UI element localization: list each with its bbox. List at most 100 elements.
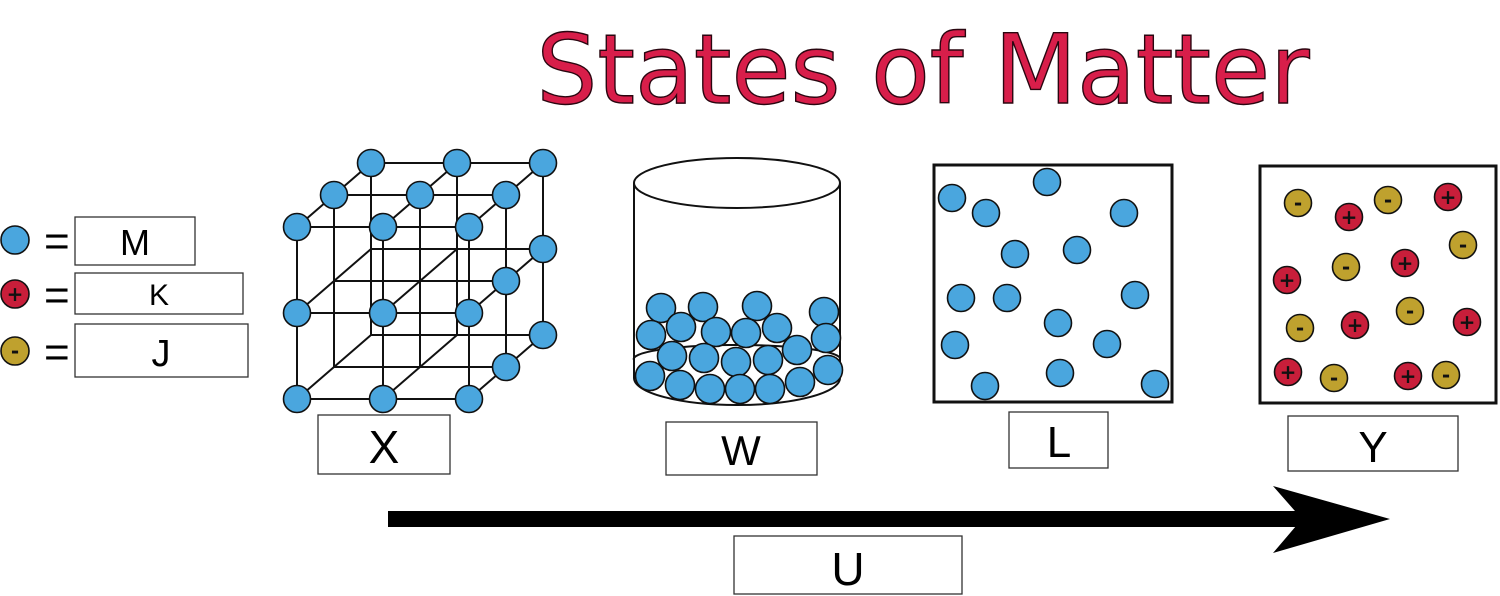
legend-item-neutral: = M — [0, 216, 196, 266]
state-label-box — [1008, 411, 1109, 469]
minus-sign: - — [1296, 316, 1304, 340]
positive-ion-particle — [1334, 202, 1364, 232]
state-label-w: W — [721, 427, 761, 474]
positive-ion-particle — [1340, 310, 1370, 340]
lattice-atom — [454, 298, 484, 328]
liquid-particle — [752, 344, 784, 376]
negative-ion-particle — [1448, 230, 1478, 260]
arrow-shaft — [388, 511, 1304, 527]
plasma-particles: -+-+-+-+-+-++-+- — [1272, 182, 1482, 393]
liquid-particle — [754, 373, 786, 405]
liquid-particle — [656, 340, 688, 372]
liquid-particle — [741, 290, 773, 322]
lattice-atom — [454, 384, 484, 414]
legend-label-box — [74, 216, 196, 266]
plus-sign: + — [1459, 310, 1476, 334]
legend-item-positive: + = K — [0, 271, 244, 320]
liquid-particle — [761, 312, 793, 344]
liquid-particle — [688, 342, 720, 374]
lattice-atom — [282, 212, 312, 242]
minus-sign: - — [11, 339, 19, 363]
gas-particle — [1092, 329, 1122, 359]
lattice-atom — [368, 298, 398, 328]
arrow-label-u: U — [831, 543, 864, 595]
state-label-x: X — [369, 421, 400, 473]
plus-sign: + — [1341, 205, 1358, 229]
equals-sign: = — [44, 328, 70, 377]
lattice-bond — [333, 248, 372, 282]
plus-sign: + — [1397, 251, 1414, 275]
state-label-y: Y — [1358, 423, 1387, 472]
liquid-particle — [664, 369, 696, 401]
negative-ion-particle — [1373, 185, 1403, 215]
minus-sign: - — [1342, 255, 1350, 279]
equals-sign: = — [44, 271, 70, 320]
gas-box-icon — [932, 163, 1174, 404]
liquid-particle — [694, 373, 726, 405]
minus-sign: - — [1330, 366, 1338, 390]
container-particles — [634, 290, 844, 405]
minus-sign: - — [1442, 363, 1450, 387]
positive-ion-particle — [1393, 361, 1423, 391]
page-title: States of Matter — [536, 14, 1310, 126]
lattice-atom — [282, 298, 312, 328]
lattice-atom — [491, 266, 521, 296]
negative-ion-particle — [1319, 363, 1349, 393]
gas-particle — [1043, 308, 1073, 338]
positive-ion-particle — [1390, 248, 1420, 278]
liquid-particle — [781, 334, 813, 366]
positive-ion-particle — [1273, 357, 1303, 387]
lattice-bond — [333, 334, 372, 368]
lattice-atom — [356, 148, 386, 178]
minus-sign: - — [1384, 188, 1392, 212]
plus-sign: + — [1279, 268, 1296, 292]
lattice-atom — [491, 352, 521, 382]
negative-ion-particle — [1285, 313, 1315, 343]
plus-sign: + — [7, 282, 24, 306]
plus-sign: + — [1400, 364, 1417, 388]
gas-particle — [940, 330, 970, 360]
negative-ion-particle — [1283, 188, 1313, 218]
lattice-atom — [282, 384, 312, 414]
liquid-particle — [724, 373, 756, 405]
container-icon — [632, 157, 844, 406]
liquid-particle — [645, 292, 677, 324]
lattice-atom — [454, 212, 484, 242]
lattice-atom — [368, 384, 398, 414]
positive-ion-particle — [1452, 307, 1482, 337]
gas-particle — [1000, 239, 1030, 269]
liquid-particle — [665, 311, 697, 343]
plus-sign: + — [1347, 313, 1364, 337]
gas-particle — [937, 183, 967, 213]
legend-label-k: K — [149, 279, 169, 312]
minus-sign: - — [1294, 191, 1302, 215]
legend-label-j: J — [152, 333, 171, 375]
plasma-box-icon: -+-+-+-+-+-++-+- — [1258, 164, 1498, 405]
legend: = M + = K - = J — [0, 216, 249, 378]
gas-particle — [992, 283, 1022, 313]
negative-ion-icon — [0, 336, 30, 366]
arrow-head — [1273, 486, 1390, 553]
liquid-particle — [812, 354, 844, 386]
liquid-particle — [687, 291, 719, 323]
lattice-atom — [405, 180, 435, 210]
lattice-atom — [368, 212, 398, 242]
lattice-bond — [419, 334, 458, 368]
gas-particle — [970, 371, 1000, 401]
lattice-bond — [419, 248, 458, 282]
liquid-particle — [730, 317, 762, 349]
lattice-atom — [491, 180, 521, 210]
minus-sign: - — [1406, 299, 1414, 323]
gas-particle — [1140, 369, 1170, 399]
liquid-particle — [808, 296, 840, 328]
state-label-box — [1287, 415, 1459, 472]
state-label-box — [317, 414, 451, 475]
gas-particle — [971, 198, 1001, 228]
liquid-particle — [810, 322, 842, 354]
positive-ion-particle — [1272, 265, 1302, 295]
gas-particles — [937, 167, 1170, 401]
equals-sign: = — [44, 217, 70, 266]
minus-sign: - — [1459, 233, 1467, 257]
gas-particle — [1032, 167, 1062, 197]
plus-sign: + — [1280, 360, 1297, 384]
